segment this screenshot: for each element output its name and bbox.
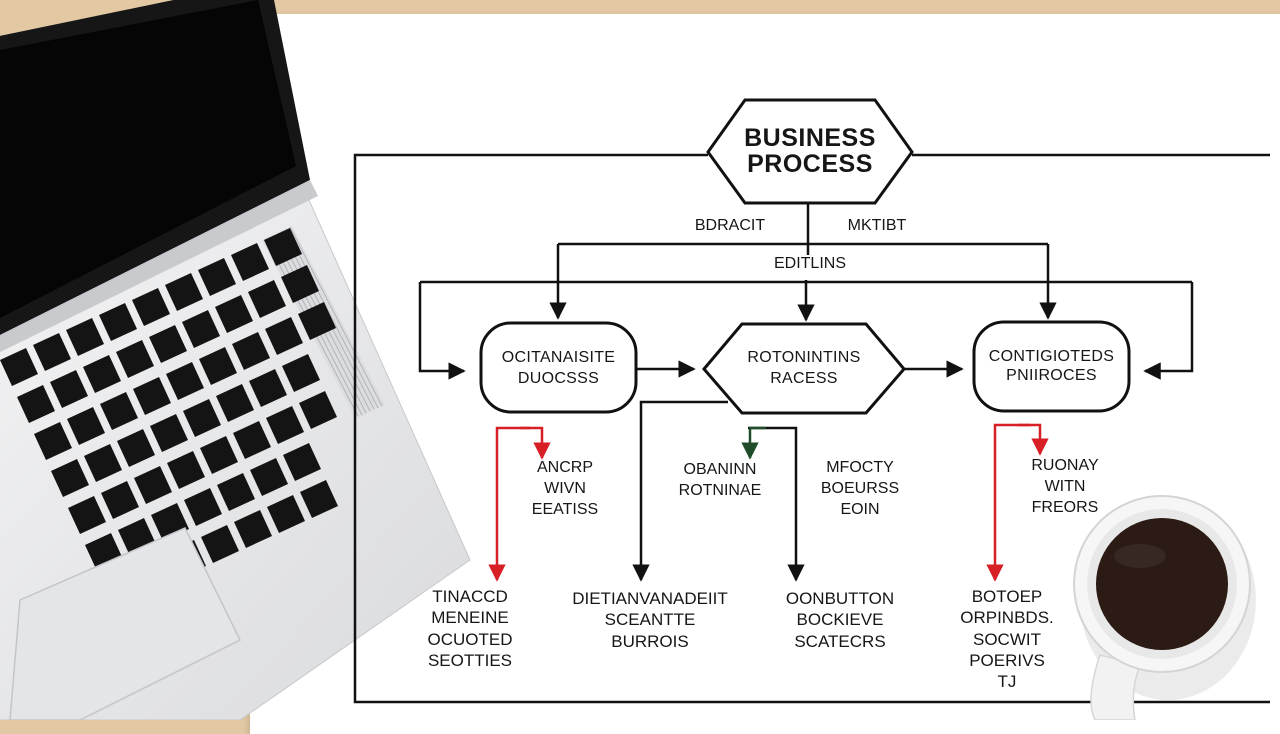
keyboard-key xyxy=(264,228,302,266)
keyboard-key xyxy=(165,273,203,311)
node-right-label: CONTIGIOTEDS PNIIROCES xyxy=(988,348,1115,384)
keyboard-key xyxy=(50,370,88,408)
keyboard-key xyxy=(266,406,304,444)
keyboard-key xyxy=(281,265,319,303)
keyboard-key xyxy=(99,303,137,341)
keyboard-key xyxy=(116,340,154,378)
node-left-label: OCITANAISITE DUOCSSS xyxy=(501,349,616,387)
keyboard-key xyxy=(299,391,337,429)
keyboard-key xyxy=(234,510,272,548)
keyboard-key xyxy=(182,310,220,348)
keyboard-key xyxy=(66,318,104,356)
keyboard-key xyxy=(198,258,236,296)
note-left: ANCRP WIVN EEATISS xyxy=(531,459,599,518)
mug-handle xyxy=(1090,654,1142,720)
keyboard-key xyxy=(199,347,237,385)
keyboard-key xyxy=(0,348,38,386)
keyboard-key xyxy=(248,280,286,318)
keyboard-key xyxy=(216,384,254,422)
keyboard-key xyxy=(51,459,89,497)
keyboard-key xyxy=(150,414,188,452)
keyboard-key xyxy=(215,295,253,333)
keyboard-key xyxy=(201,525,239,563)
edge-label-left: BDRACIT xyxy=(694,217,766,234)
keyboard-key xyxy=(231,243,269,281)
keyboard-key xyxy=(283,443,321,481)
keyboard-key xyxy=(217,473,255,511)
keyboard-key xyxy=(249,369,287,407)
keyboard-key xyxy=(298,302,336,340)
note-right: RUONAY WITN FREORS xyxy=(1031,457,1099,516)
keyboard-key xyxy=(200,436,238,474)
keyboard-key xyxy=(100,392,138,430)
keyboard-key xyxy=(265,317,303,355)
keyboard-key xyxy=(166,362,204,400)
bottom-text-4: BOTOEP ORPINBDS. SOCWIT POERIVS TJ xyxy=(960,587,1054,691)
bottom-text-2: DIETIANVANADEIIT SCEANTTE BURROIS xyxy=(572,589,728,651)
keyboard-key xyxy=(250,458,288,496)
keyboard-key xyxy=(300,480,338,518)
diagram-title: BUSINESS PROCESS xyxy=(744,124,876,179)
title-hexagon xyxy=(706,98,914,205)
bottom-text-1: TINACCD MENEINE OCUOTED SEOTTIES xyxy=(427,587,513,670)
node-center-label: ROTONINTINS RACESS xyxy=(747,349,861,387)
note-center-left: OBANINN ROTNINAE xyxy=(678,461,762,499)
keyboard-key xyxy=(132,288,170,326)
frame-line xyxy=(353,153,1270,704)
keyboard-key xyxy=(167,451,205,489)
keyboard-key xyxy=(84,444,122,482)
keyboard-key xyxy=(184,488,222,526)
trackpad xyxy=(9,527,242,720)
keyboard-key xyxy=(117,429,155,467)
coffee-surface xyxy=(1096,518,1228,650)
keyboard-key xyxy=(68,496,106,534)
node-right-box xyxy=(972,320,1131,413)
keyboard-key xyxy=(101,481,139,519)
edge-label-right: MKTIBT xyxy=(847,217,907,234)
keyboard-key xyxy=(183,399,221,437)
keyboard-key xyxy=(33,333,71,371)
node-left-box xyxy=(479,321,638,414)
keyboard-key xyxy=(83,355,121,393)
keyboard-key xyxy=(233,421,271,459)
keyboard-key xyxy=(133,377,171,415)
keyboard-key xyxy=(232,332,270,370)
keyboard-key xyxy=(34,422,72,460)
edge-label-center: EDITLINS xyxy=(735,255,885,273)
note-center-right: MFOCTY BOEURSS EOIN xyxy=(820,459,900,518)
bottom-text-3: OONBUTTON BOCKIEVE SCATECRS xyxy=(785,589,895,651)
keyboard-key xyxy=(67,407,105,445)
keyboard-key xyxy=(267,495,305,533)
keyboard-key xyxy=(282,354,320,392)
keyboard-key xyxy=(134,466,172,504)
keyboard-key xyxy=(17,385,55,423)
keyboard-key xyxy=(149,325,187,363)
